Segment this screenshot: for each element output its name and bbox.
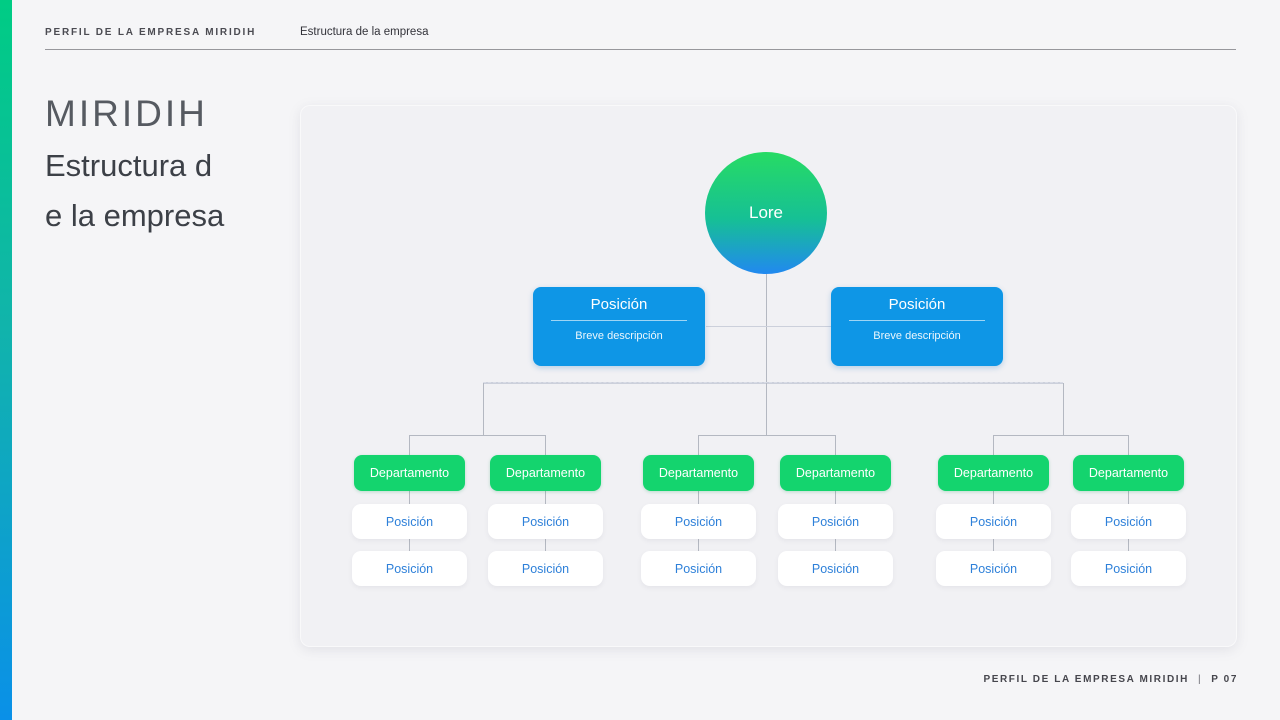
- manager-divider: [849, 320, 985, 321]
- department-column: Departamento Posición Posición: [488, 435, 603, 586]
- root-node: Lore: [705, 152, 827, 274]
- connector-group-right: [993, 435, 1129, 436]
- position-node: Posición: [641, 551, 756, 586]
- position-node: Posición: [488, 551, 603, 586]
- connector-column-line: [993, 435, 994, 568]
- position-node: Posición: [1071, 504, 1186, 539]
- footer-separator: |: [1198, 674, 1203, 685]
- position-node: Posición: [352, 551, 467, 586]
- manager-description: Breve descripción: [575, 330, 663, 342]
- connector-drop-left: [483, 383, 484, 436]
- page-title-line2: e la empresa: [45, 198, 225, 233]
- header-divider: [45, 49, 1236, 50]
- manager-title: Posición: [888, 296, 946, 313]
- page-title-line1: Estructura d: [45, 148, 213, 183]
- connector-column-line: [409, 435, 410, 568]
- department-column: Departamento Posición Posición: [936, 435, 1051, 586]
- header-profile-label: PERFIL DE LA EMPRESA MIRIDIH: [45, 27, 257, 38]
- position-node: Posición: [936, 551, 1051, 586]
- department-node: Departamento: [354, 455, 465, 491]
- header-section-label: Estructura de la empresa: [300, 26, 429, 38]
- connector-column-line: [545, 435, 546, 568]
- connector-column-line: [1128, 435, 1129, 568]
- manager-title: Posición: [590, 296, 648, 313]
- footer-page-number: P 07: [1211, 674, 1238, 685]
- connector-group-center: [698, 435, 836, 436]
- footer-profile-label: PERFIL DE LA EMPRESA MIRIDIH: [983, 674, 1189, 685]
- connector-column-line: [698, 435, 699, 568]
- department-node: Departamento: [490, 455, 601, 491]
- position-node: Posición: [488, 504, 603, 539]
- manager-description: Breve descripción: [873, 330, 961, 342]
- brand-title: MIRIDIH: [45, 93, 208, 134]
- position-node: Posición: [778, 504, 893, 539]
- position-node: Posición: [936, 504, 1051, 539]
- page-title: Estructura d e la empresa: [45, 141, 224, 241]
- connector-root-vertical: [766, 274, 767, 383]
- department-column: Departamento Posición Posición: [1071, 435, 1186, 586]
- connector-managers-horizontal: [706, 326, 831, 327]
- footer: PERFIL DE LA EMPRESA MIRIDIH | P 07: [983, 674, 1238, 685]
- connector-column-line: [835, 435, 836, 568]
- connector-top-horizontal: [483, 382, 1063, 384]
- connector-drop-center: [766, 383, 767, 436]
- department-node: Departamento: [938, 455, 1049, 491]
- manager-card: Posición Breve descripción: [533, 287, 705, 366]
- department-column: Departamento Posición Posición: [778, 435, 893, 586]
- manager-card: Posición Breve descripción: [831, 287, 1003, 366]
- department-node: Departamento: [1073, 455, 1184, 491]
- position-node: Posición: [778, 551, 893, 586]
- connector-group-left: [409, 435, 546, 436]
- position-node: Posición: [352, 504, 467, 539]
- accent-gradient-bar: [0, 0, 12, 720]
- position-node: Posición: [1071, 551, 1186, 586]
- connector-drop-right: [1063, 383, 1064, 436]
- department-node: Departamento: [643, 455, 754, 491]
- position-node: Posición: [641, 504, 756, 539]
- department-node: Departamento: [780, 455, 891, 491]
- department-column: Departamento Posición Posición: [641, 435, 756, 586]
- department-column: Departamento Posición Posición: [352, 435, 467, 586]
- manager-divider: [551, 320, 687, 321]
